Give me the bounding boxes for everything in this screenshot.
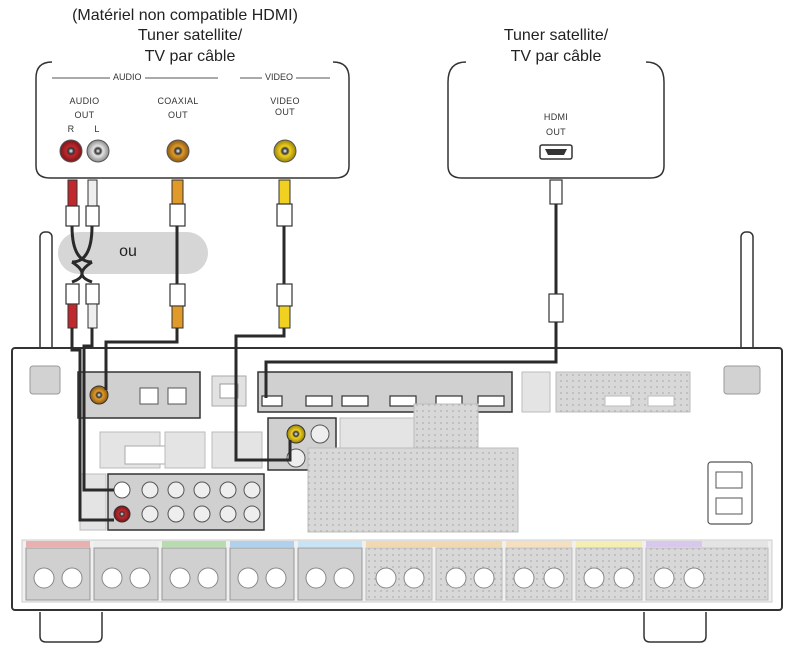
audio-out-r-jack bbox=[59, 139, 83, 163]
or-label: ou bbox=[119, 243, 137, 260]
coaxial-out-label: COAXIAL bbox=[157, 96, 199, 106]
hdmi-cable bbox=[548, 179, 564, 323]
audio-out-sub-label: OUT bbox=[74, 110, 95, 120]
composite-video-cable bbox=[276, 179, 293, 329]
non-hdmi-note: (Matériel non compatible HDMI) bbox=[72, 7, 298, 24]
audio-out-l-jack bbox=[86, 139, 110, 163]
right-device-title-line1: Tuner satellite/ bbox=[503, 27, 609, 44]
video-out-label: VIDEO bbox=[270, 96, 300, 106]
right-device-title-line2: TV par câble bbox=[510, 48, 602, 65]
r-channel-label: R bbox=[67, 124, 75, 134]
or-separator-pill bbox=[58, 232, 208, 274]
left-device-title-line2: TV par câble bbox=[144, 48, 236, 65]
left-device-title-line1: Tuner satellite/ bbox=[137, 27, 243, 44]
right-device-box bbox=[447, 61, 665, 179]
av-receiver bbox=[11, 231, 783, 643]
hdmi-out-port-icon bbox=[539, 144, 573, 160]
coaxial-digital-cable bbox=[169, 179, 186, 329]
audio-group-label: AUDIO bbox=[110, 72, 145, 82]
hdmi-out-label: HDMI bbox=[543, 112, 569, 122]
stereo-rca-cable bbox=[65, 179, 100, 329]
coaxial-out-jack bbox=[166, 139, 190, 163]
video-out-sub-label: OUT bbox=[275, 107, 295, 117]
l-channel-label: L bbox=[94, 124, 100, 134]
cable-routes bbox=[70, 322, 558, 522]
audio-out-label: AUDIO bbox=[69, 96, 100, 106]
video-out-jack bbox=[273, 139, 297, 163]
hdmi-out-sub-label: OUT bbox=[546, 127, 566, 137]
video-group-label: VIDEO bbox=[262, 72, 297, 82]
coaxial-out-sub-label: OUT bbox=[168, 110, 188, 120]
